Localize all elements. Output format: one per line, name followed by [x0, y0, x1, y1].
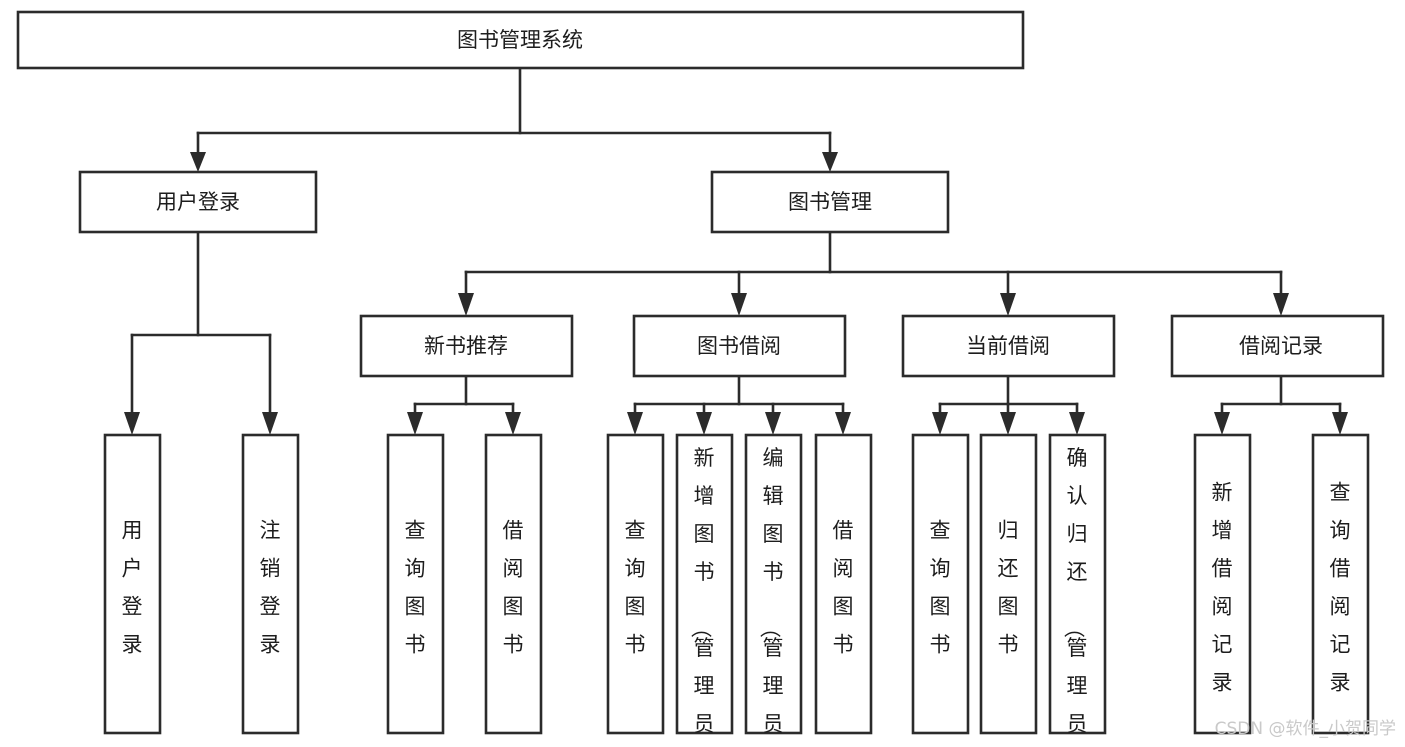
node-leaf-confirm-return[interactable]: 确认归还（管理员） — [1048, 433, 1107, 747]
arrow-leaf-edit-book — [765, 412, 781, 435]
arrow-leaf-logout-login — [262, 412, 278, 435]
node-leaf-borrow-book-1-box[interactable] — [484, 433, 543, 735]
node-leaf-query-book-3-box[interactable] — [911, 433, 970, 735]
node-leaf-borrow-book-1[interactable]: 借阅图书 — [484, 433, 543, 735]
arrow-leaf-query-book-3 — [932, 412, 948, 435]
node-leaf-confirm-return-label: 确认归还（管理员） — [1062, 446, 1088, 747]
arrow-leaf-query-book-2 — [627, 412, 643, 435]
node-leaf-query-record-box[interactable] — [1311, 433, 1370, 735]
node-leaf-query-book-1-box[interactable] — [386, 433, 445, 735]
arrow-book-management — [822, 152, 838, 172]
arrow-leaf-borrow-book-2 — [835, 412, 851, 435]
node-leaf-add-record-label: 新增借阅记录 — [1212, 481, 1233, 695]
node-borrow-record-box[interactable] — [1170, 314, 1385, 378]
arrow-leaf-user-login — [124, 412, 140, 435]
arrow-borrow-record — [1273, 293, 1289, 316]
node-leaf-logout-login-label: 注销登录 — [260, 519, 281, 657]
node-leaf-add-book-label: 新增图书（管理员） — [689, 446, 715, 747]
node-leaf-user-login-box[interactable] — [103, 433, 162, 735]
arrow-leaf-confirm-return — [1069, 412, 1085, 435]
arrow-new-book-recommend — [458, 293, 474, 316]
arrow-leaf-query-record — [1332, 412, 1348, 435]
node-leaf-borrow-book-2-label: 借阅图书 — [833, 519, 854, 657]
node-leaf-borrow-book-2-box[interactable] — [814, 433, 873, 735]
node-current-borrow-box[interactable] — [901, 314, 1116, 378]
node-root-box[interactable] — [16, 10, 1025, 70]
arrow-book-borrow — [731, 293, 747, 316]
node-borrow-record[interactable]: 借阅记录 — [1170, 314, 1385, 378]
arrow-leaf-add-record — [1214, 412, 1230, 435]
node-leaf-logout-login[interactable]: 注销登录 — [241, 433, 300, 735]
node-leaf-edit-book[interactable]: 编辑图书（管理员） — [744, 433, 803, 747]
node-leaf-query-book-1-label: 查询图书 — [405, 519, 426, 657]
node-new-book-recommend[interactable]: 新书推荐 — [359, 314, 574, 378]
node-current-borrow[interactable]: 当前借阅 — [901, 314, 1116, 378]
node-root[interactable]: 图书管理系统 — [16, 10, 1025, 70]
node-leaf-query-book-1[interactable]: 查询图书 — [386, 433, 445, 735]
node-leaf-query-book-3[interactable]: 查询图书 — [911, 433, 970, 735]
node-leaf-user-login[interactable]: 用户登录 — [103, 433, 162, 735]
node-leaf-add-book[interactable]: 新增图书（管理员） — [675, 433, 734, 747]
node-leaf-confirm-return-box[interactable] — [1048, 433, 1107, 735]
node-new-book-recommend-box[interactable] — [359, 314, 574, 378]
node-user-login-box[interactable] — [78, 170, 318, 234]
node-leaf-query-record[interactable]: 查询借阅记录 — [1311, 433, 1370, 735]
node-leaf-add-record-box[interactable] — [1193, 433, 1252, 735]
node-leaf-logout-login-box[interactable] — [241, 433, 300, 735]
connector-group — [124, 66, 1348, 435]
node-leaf-add-book-box[interactable] — [675, 433, 734, 735]
node-book-borrow[interactable]: 图书借阅 — [632, 314, 847, 378]
arrow-user-login — [190, 152, 206, 172]
node-new-book-recommend-label: 新书推荐 — [424, 334, 508, 358]
arrow-leaf-add-book — [696, 412, 712, 435]
node-leaf-borrow-book-1-label: 借阅图书 — [503, 519, 524, 657]
node-leaf-return-book-label: 归还图书 — [998, 519, 1019, 657]
node-leaf-return-book[interactable]: 归还图书 — [979, 433, 1038, 735]
node-book-management-label: 图书管理 — [788, 190, 872, 214]
node-leaf-query-book-2-label: 查询图书 — [625, 519, 646, 657]
node-root-label: 图书管理系统 — [457, 28, 583, 52]
arrow-leaf-return-book — [1000, 412, 1016, 435]
csdn-watermark: CSDN @软件_小贺同学 — [1215, 719, 1396, 739]
node-leaf-query-book-2-box[interactable] — [606, 433, 665, 735]
node-leaf-add-record[interactable]: 新增借阅记录 — [1193, 433, 1252, 735]
node-leaf-user-login-label: 用户登录 — [122, 519, 143, 657]
node-user-login[interactable]: 用户登录 — [78, 170, 318, 234]
node-leaf-query-book-2[interactable]: 查询图书 — [606, 433, 665, 735]
arrow-current-borrow — [1000, 293, 1016, 316]
node-book-borrow-box[interactable] — [632, 314, 847, 378]
node-leaf-return-book-box[interactable] — [979, 433, 1038, 735]
node-borrow-record-label: 借阅记录 — [1239, 334, 1323, 358]
node-book-borrow-label: 图书借阅 — [697, 334, 781, 358]
node-user-login-label: 用户登录 — [156, 190, 240, 214]
arrow-leaf-query-book-1 — [407, 412, 423, 435]
node-leaf-edit-book-label: 编辑图书（管理员） — [758, 446, 784, 747]
node-book-management[interactable]: 图书管理 — [710, 170, 950, 234]
node-leaf-borrow-book-2[interactable]: 借阅图书 — [814, 433, 873, 735]
node-book-management-box[interactable] — [710, 170, 950, 234]
arrow-leaf-borrow-book-1 — [505, 412, 521, 435]
node-leaf-query-book-3-label: 查询图书 — [930, 519, 951, 657]
node-leaf-query-record-label: 查询借阅记录 — [1330, 481, 1351, 695]
node-current-borrow-label: 当前借阅 — [966, 334, 1050, 358]
node-leaf-edit-book-box[interactable] — [744, 433, 803, 735]
